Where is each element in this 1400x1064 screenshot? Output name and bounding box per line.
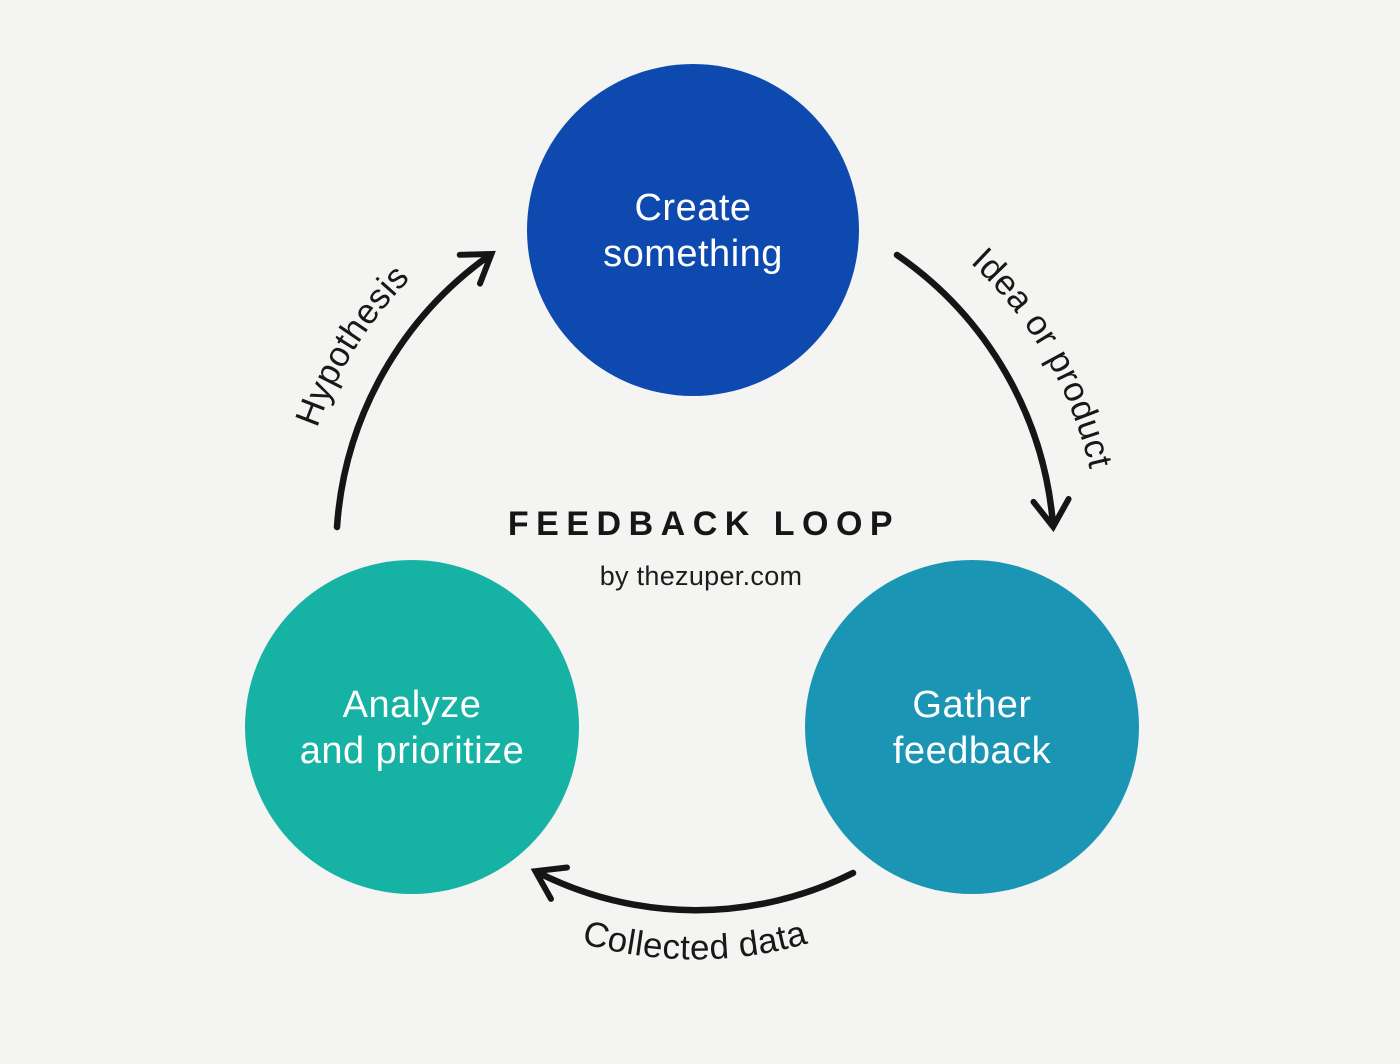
analyze-and-prioritize-circle [245, 560, 579, 894]
collected-data-arrow-curve [530, 864, 857, 914]
arrow-hypothesis: Hypothesis [288, 250, 496, 531]
analyze-and-prioritize-label-line2: and prioritize [300, 730, 525, 772]
hypothesis-arrow-label: Hypothesis [288, 257, 417, 431]
collected-data-arrow-label: Collected data [579, 913, 811, 967]
node-analyze-and-prioritize: Analyze and prioritize [245, 560, 579, 894]
gather-feedback-circle [805, 560, 1139, 894]
gather-feedback-label-line2: feedback [893, 730, 1052, 772]
diagram-byline: by thezuper.com [600, 561, 803, 591]
analyze-and-prioritize-label-line1: Analyze [343, 684, 482, 726]
arrow-idea-or-product: Idea or product [893, 240, 1120, 533]
gather-feedback-label-line1: Gather [912, 684, 1031, 726]
diagram-title: FEEDBACK LOOP [508, 505, 900, 543]
idea-or-product-arrow-label: Idea or product [964, 240, 1120, 472]
idea-or-product-arrow-curve [893, 251, 1072, 533]
node-gather-feedback: Gather feedback [805, 560, 1139, 894]
create-something-label-line1: Create [634, 187, 751, 229]
node-create-something: Create something [527, 64, 859, 396]
create-something-label-line2: something [603, 233, 783, 275]
diagram-title-group: FEEDBACK LOOP by thezuper.com [508, 505, 900, 591]
hypothesis-arrow-curve [333, 250, 496, 531]
arrow-collected-data: Collected data [530, 864, 857, 968]
create-something-circle [527, 64, 859, 396]
